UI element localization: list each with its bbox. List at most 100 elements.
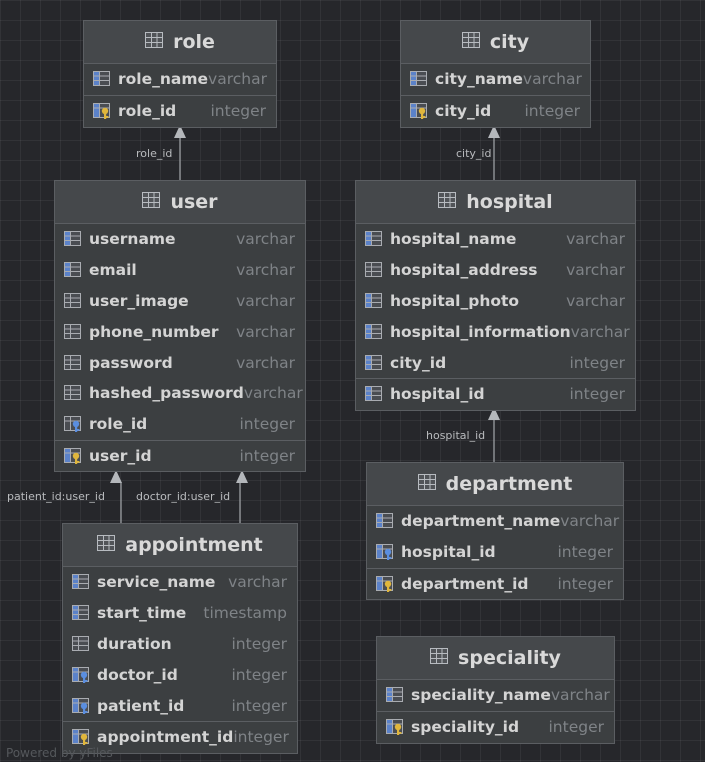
column-type: integer	[548, 718, 605, 737]
column-row[interactable]: role_name varchar	[84, 64, 276, 95]
column-type: varchar	[236, 322, 295, 341]
column-row[interactable]: department_name varchar	[367, 506, 623, 537]
powered-by-footer: Powered by yFiles	[6, 746, 113, 760]
primary-key-icon	[71, 728, 91, 746]
column-name: role_name	[118, 70, 209, 89]
table-user[interactable]: user username varchar email varchar user…	[54, 180, 306, 473]
column-row[interactable]: hospital_name varchar	[356, 224, 635, 255]
column-icon	[63, 323, 83, 341]
column-type: varchar	[208, 70, 267, 89]
column-row-primary-key[interactable]: appointment_id integer	[63, 720, 297, 753]
column-icon	[375, 512, 395, 530]
column-row[interactable]: service_name varchar	[63, 567, 297, 598]
column-type: varchar	[566, 291, 625, 310]
column-icon	[63, 384, 83, 402]
column-row-primary-key[interactable]: department_id integer	[367, 567, 623, 600]
column-row-foreign-key[interactable]: doctor_id integer	[63, 659, 297, 690]
column-row-foreign-key[interactable]: patient_id integer	[63, 690, 297, 721]
table-speciality[interactable]: speciality speciality_name varchar speci…	[376, 636, 615, 744]
column-icon	[71, 604, 91, 622]
column-type: varchar	[236, 291, 295, 310]
column-name: patient_id	[97, 696, 185, 715]
column-row[interactable]: hospital_information varchar	[356, 316, 635, 347]
table-city[interactable]: city city_name varchar city_id integer	[400, 20, 591, 128]
table-icon	[142, 191, 161, 213]
column-icon	[92, 70, 112, 88]
column-icon	[409, 70, 429, 88]
table-title: city	[489, 31, 530, 53]
table-title: hospital	[466, 191, 553, 213]
table-header[interactable]: role	[84, 21, 276, 64]
column-name: hospital_id	[390, 385, 485, 404]
primary-key-icon	[92, 102, 112, 120]
table-header[interactable]: city	[401, 21, 590, 64]
arrowhead-role	[174, 125, 186, 138]
column-row[interactable]: duration integer	[63, 629, 297, 660]
table-title: department	[445, 473, 573, 495]
column-name: appointment_id	[97, 728, 234, 747]
column-row[interactable]: start_time timestamp	[63, 598, 297, 629]
column-row-primary-key[interactable]: user_id integer	[55, 439, 305, 472]
table-title: role	[173, 31, 215, 53]
table-icon	[145, 31, 164, 53]
column-type: varchar	[560, 512, 620, 531]
table-role[interactable]: role role_name varchar role_id integer	[83, 20, 277, 128]
arrowhead-user-doctor	[236, 470, 248, 483]
table-header[interactable]: user	[55, 181, 305, 224]
table-header[interactable]: department	[367, 463, 623, 506]
column-type: varchar	[550, 686, 610, 705]
column-row[interactable]: phone_number varchar	[55, 316, 305, 347]
column-row[interactable]: speciality_name varchar	[377, 680, 614, 711]
column-row-primary-key[interactable]: role_id integer	[84, 94, 276, 127]
foreign-key-icon	[71, 697, 91, 715]
column-icon	[63, 261, 83, 279]
column-name: hospital_name	[390, 230, 517, 249]
column-row[interactable]: username varchar	[55, 224, 305, 255]
table-department[interactable]: department department_name varchar hospi…	[366, 462, 624, 601]
column-name: duration	[97, 634, 172, 653]
column-row[interactable]: city_id integer	[356, 347, 635, 378]
primary-key-icon	[63, 447, 83, 465]
column-type: varchar	[236, 261, 295, 280]
column-icon	[364, 230, 384, 248]
column-type: varchar	[570, 322, 630, 341]
table-appointment[interactable]: appointment service_name varchar start_t…	[62, 523, 298, 754]
foreign-key-icon	[375, 543, 395, 561]
column-row[interactable]: hospital_address varchar	[356, 255, 635, 286]
column-row-primary-key[interactable]: city_id integer	[401, 94, 590, 127]
column-name: start_time	[97, 604, 187, 623]
column-row-primary-key[interactable]: speciality_id integer	[377, 710, 614, 743]
column-icon	[63, 354, 83, 372]
table-hospital[interactable]: hospital hospital_name varchar hospital_…	[355, 180, 636, 411]
column-row[interactable]: hospital_photo varchar	[356, 286, 635, 317]
column-name: city_name	[435, 70, 523, 89]
column-type: integer	[239, 415, 296, 434]
table-header[interactable]: hospital	[356, 181, 635, 224]
column-row[interactable]: city_name varchar	[401, 64, 590, 95]
column-name: username	[89, 230, 176, 249]
column-name: city_id	[435, 102, 492, 121]
arrowhead-city	[488, 125, 500, 138]
table-header[interactable]: appointment	[63, 524, 297, 567]
column-row-foreign-key[interactable]: hospital_id integer	[367, 537, 623, 568]
column-name: city_id	[390, 353, 447, 372]
column-icon	[63, 292, 83, 310]
column-row[interactable]: email varchar	[55, 255, 305, 286]
table-header[interactable]: speciality	[377, 637, 614, 680]
column-type: integer	[231, 634, 288, 653]
column-type: integer	[569, 353, 626, 372]
column-icon	[364, 292, 384, 310]
column-row[interactable]: password varchar	[55, 347, 305, 378]
column-type: integer	[233, 728, 289, 747]
column-row[interactable]: hashed_password varchar	[55, 378, 305, 409]
table-icon	[461, 31, 480, 53]
column-row-primary-key[interactable]: hospital_id integer	[356, 377, 635, 410]
column-row[interactable]: user_image varchar	[55, 286, 305, 317]
column-row-foreign-key[interactable]: role_id integer	[55, 409, 305, 440]
column-type: integer	[231, 696, 288, 715]
column-name: hospital_information	[390, 322, 571, 341]
column-name: password	[89, 353, 173, 372]
foreign-key-icon	[63, 415, 83, 433]
column-name: user_id	[89, 446, 152, 465]
table-icon	[417, 473, 436, 495]
